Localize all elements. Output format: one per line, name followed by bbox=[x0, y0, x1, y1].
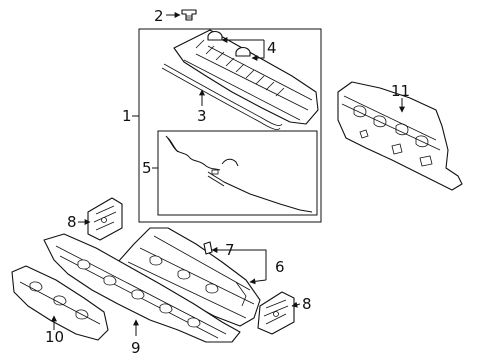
part-6-cowl-panel bbox=[117, 227, 261, 327]
callout-4: 4 bbox=[267, 39, 277, 57]
callout-3: 3 bbox=[197, 107, 207, 125]
callout-8-right: 8 bbox=[302, 295, 312, 313]
callout-8-left: 8 bbox=[67, 213, 77, 231]
assembly-1-box bbox=[138, 28, 322, 223]
part-3-cowl-cover bbox=[161, 29, 319, 130]
part-7-clip bbox=[203, 241, 213, 255]
part-10-insulator bbox=[11, 265, 109, 341]
part-5-washer-hose bbox=[165, 135, 313, 213]
hose-assembly-5-box bbox=[157, 130, 318, 216]
part-8-bracket-left bbox=[87, 197, 123, 241]
part-9-lower-cowl bbox=[43, 233, 241, 343]
part-8-bracket-right bbox=[257, 291, 295, 335]
callout-1: 1 bbox=[122, 107, 132, 125]
part-11-dash-panel bbox=[337, 81, 463, 191]
callout-9: 9 bbox=[131, 339, 141, 357]
callout-11: 11 bbox=[391, 82, 410, 100]
callout-5: 5 bbox=[142, 159, 152, 177]
callout-10: 10 bbox=[45, 328, 64, 346]
leader-lines bbox=[51, 12, 405, 336]
callout-2: 2 bbox=[154, 7, 164, 25]
part-4-clips bbox=[207, 30, 251, 57]
part-2-clip bbox=[181, 9, 197, 21]
callout-6: 6 bbox=[275, 258, 285, 276]
callout-7: 7 bbox=[225, 241, 235, 259]
